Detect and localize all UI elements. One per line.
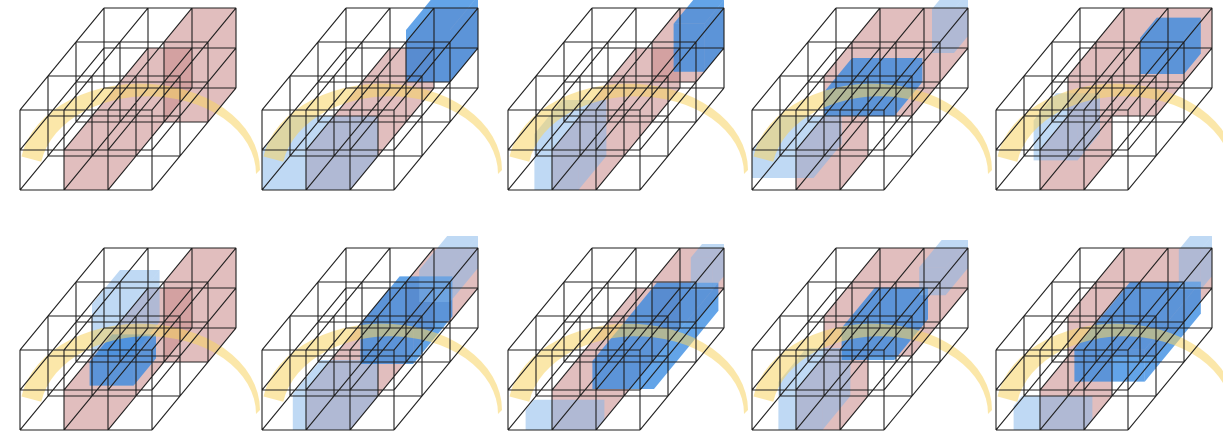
light-volume-front [932,9,954,53]
diagram-panel [752,0,992,190]
diagram-panel [20,248,260,430]
diagram-panel [20,8,260,190]
light-volume-front [1014,406,1084,430]
diagram-panel [996,8,1223,190]
light-volume-top [1014,396,1093,406]
light-volume-front [90,362,134,386]
light-volume-top [526,400,605,410]
light-volume-front [1074,350,1144,382]
light-volume-front [419,270,450,302]
light-volume-front [534,134,578,190]
diagram-panel [262,236,502,430]
diagram-panel [508,0,748,190]
diagram-panel [508,244,748,430]
diagram-panel [262,0,502,190]
diagram-panel [752,240,992,430]
diagram-panel [996,236,1223,430]
